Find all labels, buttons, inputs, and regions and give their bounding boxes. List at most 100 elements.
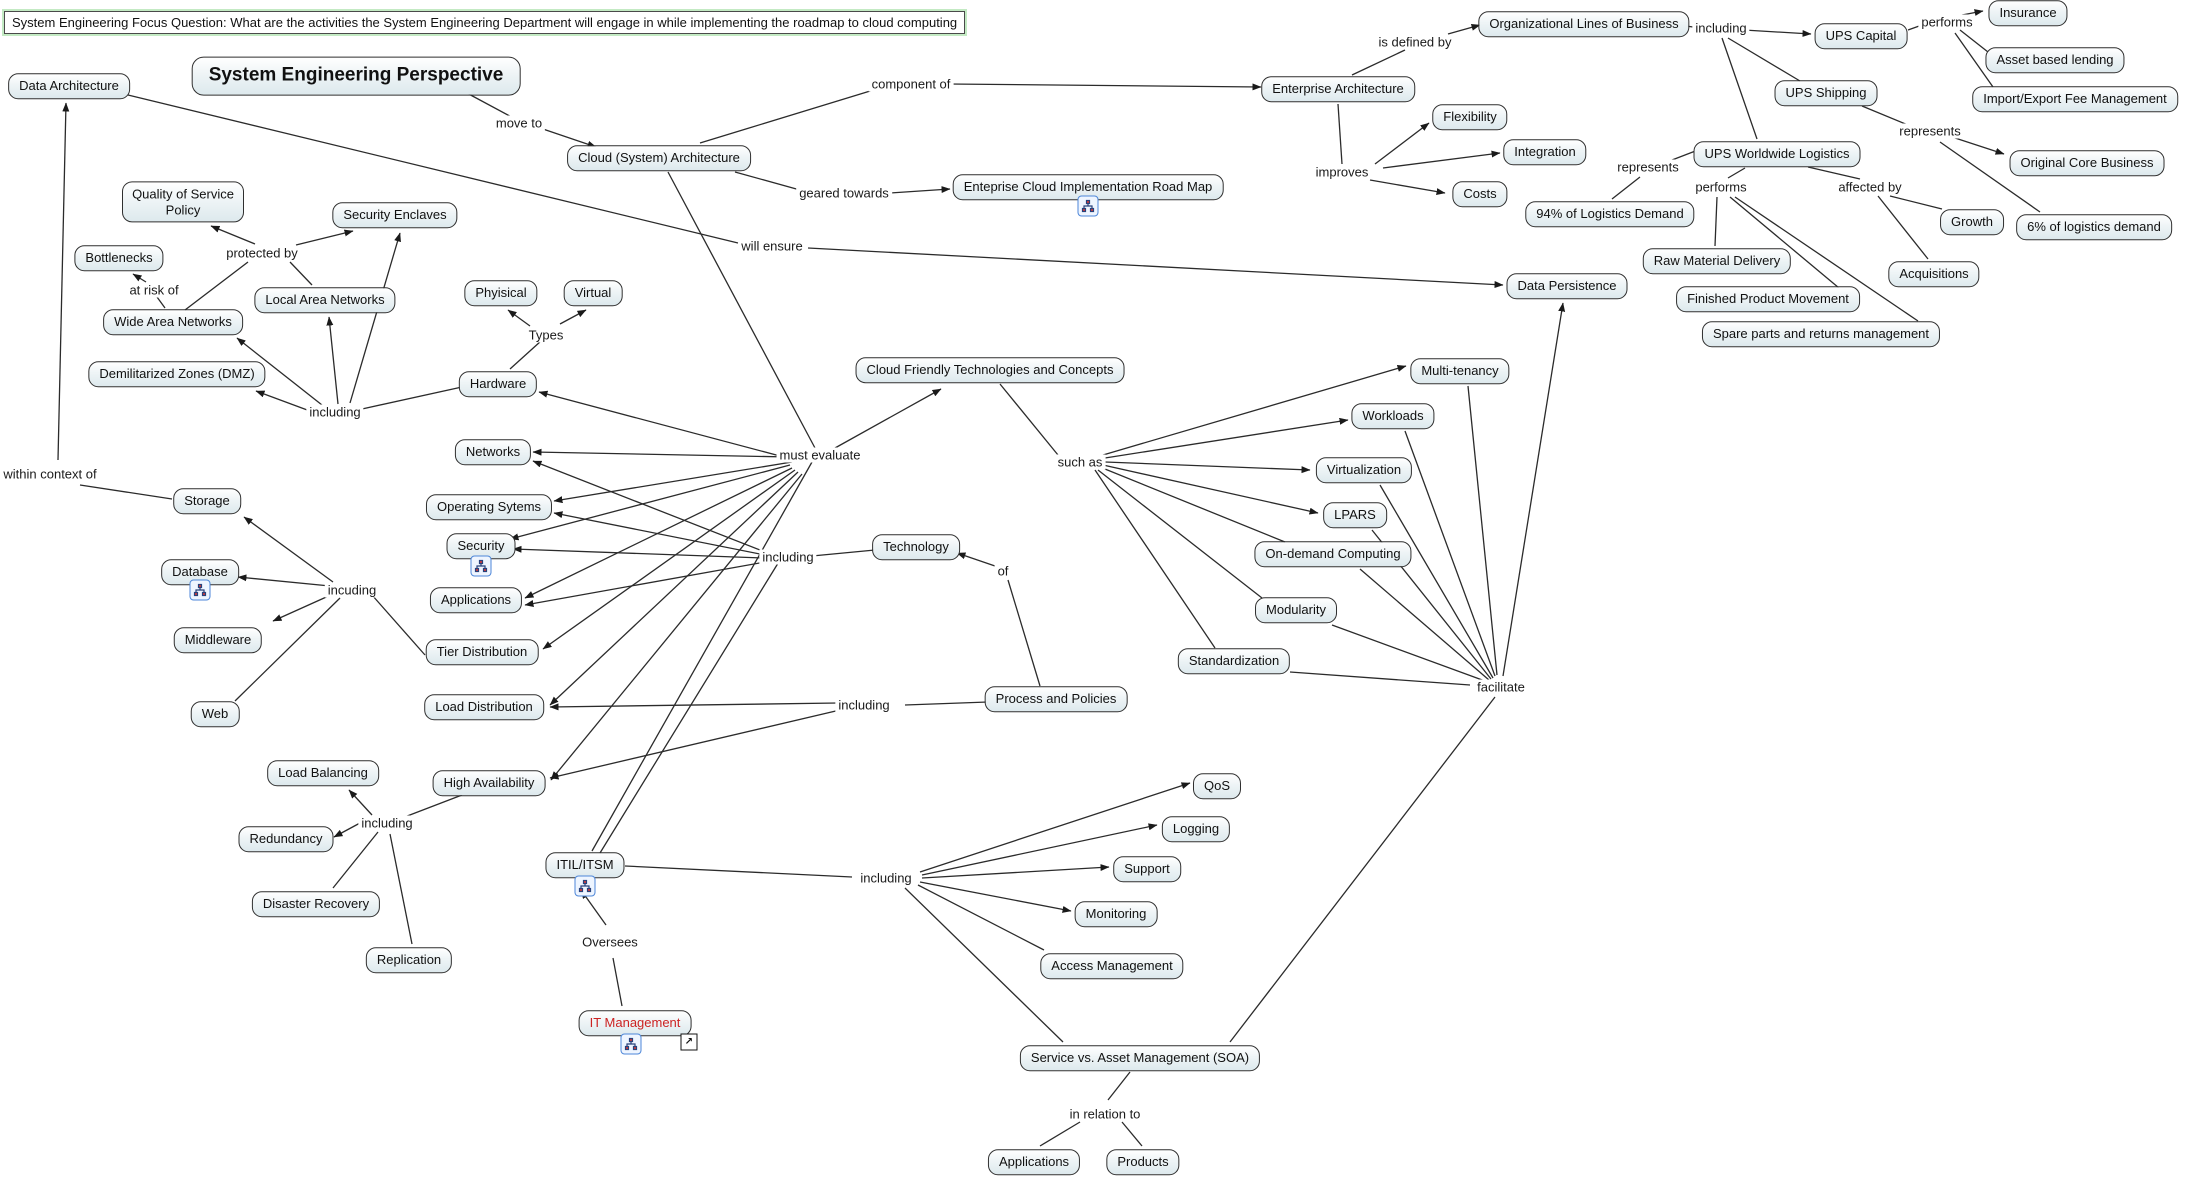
node-demilitarized-zones-dmz[interactable]: Demilitarized Zones (DMZ) <box>88 361 266 387</box>
link-label-move-to[interactable]: move to <box>492 115 546 131</box>
node-6pct-logistics-demand[interactable]: 6% of logistics demand <box>2016 214 2172 240</box>
link-label-including-top[interactable]: including <box>1692 20 1750 36</box>
link-label-oversees[interactable]: Oversees <box>579 934 641 950</box>
node-replication[interactable]: Replication <box>365 947 453 973</box>
link-label-of[interactable]: of <box>994 563 1012 579</box>
node-redundancy[interactable]: Redundancy <box>238 826 334 852</box>
node-spare-parts-returns-management[interactable]: Spare parts and returns management <box>1701 321 1941 347</box>
linked-cmap-icon-database[interactable] <box>189 579 211 601</box>
link-label-improves[interactable]: improves <box>1312 164 1372 180</box>
link-label-in-relation-to[interactable]: in relation to <box>1066 1106 1144 1122</box>
node-system-engineering-perspective[interactable]: System Engineering Perspective <box>191 56 521 96</box>
node-logging[interactable]: Logging <box>1161 816 1231 842</box>
node-support[interactable]: Support <box>1113 856 1181 882</box>
node-organizational-lines-of-business[interactable]: Organizational Lines of Business <box>1478 11 1690 37</box>
node-itil-itsm[interactable]: ITIL/ITSM <box>545 852 625 878</box>
node-enterprise-architecture[interactable]: Enterprise Architecture <box>1261 76 1415 102</box>
node-it-management[interactable]: IT Management <box>578 1010 692 1036</box>
link-label-represents-left[interactable]: represents <box>1614 159 1682 175</box>
node-storage[interactable]: Storage <box>173 488 241 514</box>
node-insurance[interactable]: Insurance <box>1988 0 2068 26</box>
node-process-and-policies[interactable]: Process and Policies <box>984 686 1128 712</box>
node-qos[interactable]: QoS <box>1192 773 1242 799</box>
node-import-export-fee-management[interactable]: Import/Export Fee Management <box>1972 86 2178 112</box>
link-label-is-defined-by[interactable]: is defined by <box>1375 34 1455 50</box>
linked-cmap-icon-it-management[interactable] <box>620 1033 642 1055</box>
node-wide-area-networks[interactable]: Wide Area Networks <box>103 309 243 335</box>
link-label-must-evaluate[interactable]: must evaluate <box>776 447 864 463</box>
link-label-geared-towards[interactable]: geared towards <box>796 185 892 201</box>
link-label-performs-mid[interactable]: performs <box>1692 179 1750 195</box>
node-security[interactable]: Security <box>446 533 516 559</box>
node-hardware[interactable]: Hardware <box>458 371 538 397</box>
node-web[interactable]: Web <box>190 701 240 727</box>
node-ups-worldwide-logistics[interactable]: UPS Worldwide Logistics <box>1693 141 1861 167</box>
node-networks[interactable]: Networks <box>454 439 532 465</box>
node-modularity[interactable]: Modularity <box>1255 597 1337 623</box>
link-label-including-left[interactable]: including <box>306 404 364 420</box>
node-lpars[interactable]: LPARS <box>1323 502 1387 528</box>
node-bottlenecks[interactable]: Bottlenecks <box>74 245 164 271</box>
link-label-at-risk-of[interactable]: at risk of <box>126 282 182 298</box>
node-service-vs-asset-management-soa[interactable]: Service vs. Asset Management (SOA) <box>1019 1045 1261 1071</box>
node-operating-sytems[interactable]: Operating Sytems <box>425 494 553 520</box>
node-load-distribution[interactable]: Load Distribution <box>424 694 544 720</box>
node-cloud-system-architecture[interactable]: Cloud (System) Architecture <box>567 145 751 171</box>
link-label-component-of[interactable]: component of <box>868 76 954 92</box>
link-label-incuding[interactable]: incuding <box>324 582 380 598</box>
node-technology[interactable]: Technology <box>872 534 960 560</box>
node-multi-tenancy[interactable]: Multi-tenancy <box>1410 358 1510 384</box>
node-ups-shipping[interactable]: UPS Shipping <box>1774 80 1878 106</box>
node-ups-capital[interactable]: UPS Capital <box>1814 23 1908 49</box>
link-label-including-ha[interactable]: including <box>358 815 416 831</box>
link-label-represents-right[interactable]: represents <box>1896 123 1964 139</box>
node-asset-based-lending[interactable]: Asset based lending <box>1985 47 2125 73</box>
node-acquisitions[interactable]: Acquisitions <box>1888 261 1980 287</box>
link-label-such-as[interactable]: such as <box>1054 454 1106 470</box>
linked-cmap-icon-itil[interactable] <box>574 875 596 897</box>
node-high-availability[interactable]: High Availability <box>432 770 546 796</box>
link-label-protected-by[interactable]: protected by <box>223 245 301 261</box>
node-tier-distribution[interactable]: Tier Distribution <box>425 639 539 665</box>
node-monitoring[interactable]: Monitoring <box>1074 901 1158 927</box>
link-label-within-context-of[interactable]: within context of <box>0 466 100 482</box>
node-original-core-business[interactable]: Original Core Business <box>2009 150 2165 176</box>
link-label-types[interactable]: Types <box>525 327 567 343</box>
node-integration[interactable]: Integration <box>1503 139 1587 165</box>
node-flexibility[interactable]: Flexibility <box>1432 104 1508 130</box>
linked-cmap-icon-security[interactable] <box>470 555 492 577</box>
node-standardization[interactable]: Standardization <box>1177 648 1291 674</box>
node-disaster-recovery[interactable]: Disaster Recovery <box>251 891 381 917</box>
node-phyisical[interactable]: Phyisical <box>464 280 538 306</box>
node-workloads[interactable]: Workloads <box>1351 403 1435 429</box>
link-label-will-ensure[interactable]: will ensure <box>738 238 806 254</box>
link-label-including-itil[interactable]: including <box>857 870 915 886</box>
link-label-performs-top[interactable]: performs <box>1918 14 1976 30</box>
node-security-enclaves[interactable]: Security Enclaves <box>332 202 458 228</box>
node-94pct-logistics-demand[interactable]: 94% of Logistics Demand <box>1525 201 1695 227</box>
link-label-affected-by[interactable]: affected by <box>1835 179 1905 195</box>
node-virtual[interactable]: Virtual <box>563 280 623 306</box>
node-local-area-networks[interactable]: Local Area Networks <box>254 287 396 313</box>
node-virtualization[interactable]: Virtualization <box>1315 457 1413 483</box>
node-finished-product-movement[interactable]: Finished Product Movement <box>1676 286 1860 312</box>
link-label-facilitate[interactable]: facilitate <box>1474 679 1528 695</box>
linked-cmap-icon-roadmap[interactable] <box>1077 195 1099 217</box>
node-applications-bottom[interactable]: Applications <box>987 1149 1081 1175</box>
node-costs[interactable]: Costs <box>1452 181 1508 207</box>
node-access-management[interactable]: Access Management <box>1040 953 1184 979</box>
node-cloud-friendly-technologies[interactable]: Cloud Friendly Technologies and Concepts <box>855 357 1125 383</box>
link-label-including-tech[interactable]: including <box>759 549 817 565</box>
external-link-icon-it-management[interactable]: ↗ <box>680 1033 698 1051</box>
focus-question-box[interactable]: System Engineering Focus Question: What … <box>4 11 966 34</box>
node-on-demand-computing[interactable]: On-demand Computing <box>1254 541 1412 567</box>
node-quality-of-service-policy[interactable]: Quality of Service Policy <box>122 181 244 223</box>
node-data-persistence[interactable]: Data Persistence <box>1506 273 1628 299</box>
node-middleware[interactable]: Middleware <box>173 627 263 653</box>
link-label-including-process[interactable]: including <box>835 697 893 713</box>
node-applications[interactable]: Applications <box>429 587 523 613</box>
node-products[interactable]: Products <box>1106 1149 1180 1175</box>
node-growth[interactable]: Growth <box>1940 209 2004 235</box>
node-load-balancing[interactable]: Load Balancing <box>267 760 379 786</box>
node-raw-material-delivery[interactable]: Raw Material Delivery <box>1642 248 1792 274</box>
